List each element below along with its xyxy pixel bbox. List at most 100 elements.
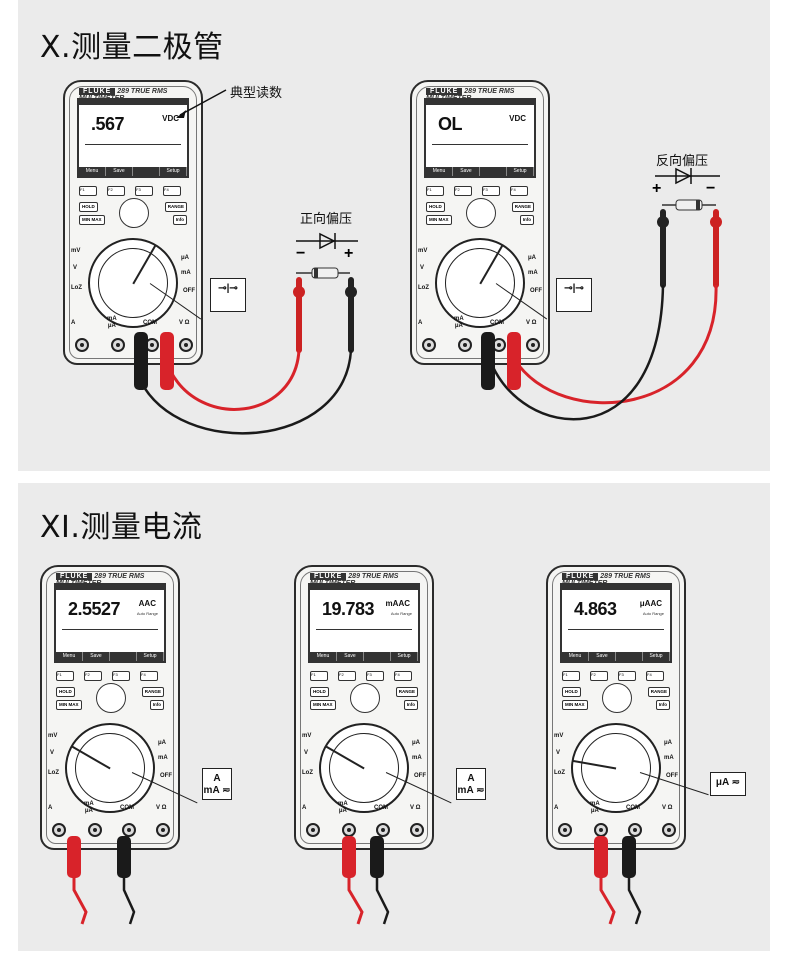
forward-test-probes [293, 277, 357, 353]
info-button[interactable]: Info [172, 215, 187, 225]
rotary-dial[interactable] [319, 723, 409, 813]
input-jack-a[interactable] [75, 338, 89, 352]
input-jack-v[interactable] [410, 823, 424, 837]
dial-label-ua: μA [528, 255, 537, 261]
function-keys: F1 F2 F3 F4 [56, 671, 158, 681]
range-button[interactable]: RANGE [647, 687, 670, 697]
input-jack-a[interactable] [306, 823, 320, 837]
min-max-button[interactable]: MIN MAX [562, 700, 588, 710]
navigation-pad[interactable] [602, 683, 632, 713]
section-title-diode: X.测量二极管 [40, 30, 224, 65]
typical-reading-arrowhead [176, 110, 186, 118]
jack-label-v: V Ω [410, 805, 421, 811]
softkey-label: Save [83, 652, 110, 661]
info-button[interactable]: Info [149, 700, 164, 710]
input-jack-com[interactable] [122, 823, 136, 837]
range-button[interactable]: RANGE [141, 687, 164, 697]
hold-button[interactable]: HOLD [562, 687, 581, 697]
navigation-pad[interactable] [119, 198, 149, 228]
multimeter: FLUKE 289 TRUE RMS MULTIMETER4.863μAACAu… [546, 565, 686, 850]
input-jack-com[interactable] [376, 823, 390, 837]
dial-label-ua: μA [181, 255, 190, 261]
diode-meter-2-plugs [481, 332, 521, 390]
dial-label-v: V [304, 750, 309, 756]
reverse-bias-label: 反向偏压 [656, 154, 709, 169]
input-jack-ma[interactable] [88, 823, 102, 837]
min-max-button[interactable]: MIN MAX [310, 700, 336, 710]
function-key-f2[interactable]: F2 [107, 186, 125, 196]
hold-button[interactable]: HOLD [310, 687, 329, 697]
function-key-f1[interactable]: F1 [310, 671, 328, 681]
softkey-label: Save [106, 167, 133, 176]
function-keys: F1 F2 F3 F4 [310, 671, 412, 681]
function-key-f3[interactable]: F3 [482, 186, 500, 196]
min-max-button[interactable]: MIN MAX [426, 215, 452, 225]
reverse-plus-sign: + [652, 180, 661, 197]
navigation-pad[interactable] [466, 198, 496, 228]
function-key-f3[interactable]: F3 [112, 671, 130, 681]
function-key-f3[interactable]: F3 [618, 671, 636, 681]
function-key-f1[interactable]: F1 [79, 186, 97, 196]
dial-label-ma: mA [181, 270, 191, 276]
function-key-f4[interactable]: F4 [646, 671, 664, 681]
input-jack-com[interactable] [628, 823, 642, 837]
dial-knob [581, 733, 651, 803]
input-jack-ma[interactable] [458, 338, 472, 352]
input-jack-v[interactable] [526, 338, 540, 352]
function-key-f2[interactable]: F2 [454, 186, 472, 196]
input-jack-a[interactable] [52, 823, 66, 837]
input-jack-a[interactable] [422, 338, 436, 352]
input-jack-a[interactable] [558, 823, 572, 837]
function-key-f4[interactable]: F4 [394, 671, 412, 681]
rotary-dial[interactable] [435, 238, 525, 328]
dial-label-off: OFF [530, 288, 542, 294]
min-max-button[interactable]: MIN MAX [79, 215, 105, 225]
function-key-f2[interactable]: F2 [338, 671, 356, 681]
function-key-f1[interactable]: F1 [562, 671, 580, 681]
meter-bezel [69, 86, 197, 359]
info-button[interactable]: Info [519, 215, 534, 225]
function-key-f3[interactable]: F3 [366, 671, 384, 681]
rotary-dial[interactable] [571, 723, 661, 813]
hold-button[interactable]: HOLD [79, 202, 98, 212]
function-key-f2[interactable]: F2 [590, 671, 608, 681]
function-key-f2[interactable]: F2 [84, 671, 102, 681]
info-button[interactable]: Info [655, 700, 670, 710]
softkey-label: Setup [137, 652, 164, 661]
meter-bezel [46, 571, 174, 844]
function-key-f4[interactable]: F4 [163, 186, 181, 196]
info-button[interactable]: Info [403, 700, 418, 710]
range-button[interactable]: RANGE [164, 202, 187, 212]
dial-label-off: OFF [414, 773, 426, 779]
function-key-f1[interactable]: F1 [56, 671, 74, 681]
function-key-f4[interactable]: F4 [140, 671, 158, 681]
function-key-f3[interactable]: F3 [135, 186, 153, 196]
forward-diode-symbol-icon [296, 232, 358, 250]
bargraph-scale [432, 140, 528, 145]
rotary-dial[interactable] [88, 238, 178, 328]
jack-label-com: COM [626, 805, 640, 811]
display-reading: 4.863 [574, 599, 617, 619]
input-jack-v[interactable] [662, 823, 676, 837]
softkey-label [480, 167, 507, 176]
navigation-pad[interactable] [96, 683, 126, 713]
hold-button[interactable]: HOLD [56, 687, 75, 697]
range-button[interactable]: RANGE [395, 687, 418, 697]
input-jack-v[interactable] [179, 338, 193, 352]
function-key-f1[interactable]: F1 [426, 186, 444, 196]
hold-button[interactable]: HOLD [426, 202, 445, 212]
input-jack-ma[interactable] [111, 338, 125, 352]
navigation-pad[interactable] [350, 683, 380, 713]
function-key-f4[interactable]: F4 [510, 186, 528, 196]
jack-label-ma: mA μA [590, 801, 600, 814]
rotary-dial[interactable] [65, 723, 155, 813]
dial-label-ma: mA [412, 755, 422, 761]
min-max-button[interactable]: MIN MAX [56, 700, 82, 710]
display-status-bar [310, 585, 418, 590]
input-jack-v[interactable] [156, 823, 170, 837]
range-button[interactable]: RANGE [511, 202, 534, 212]
